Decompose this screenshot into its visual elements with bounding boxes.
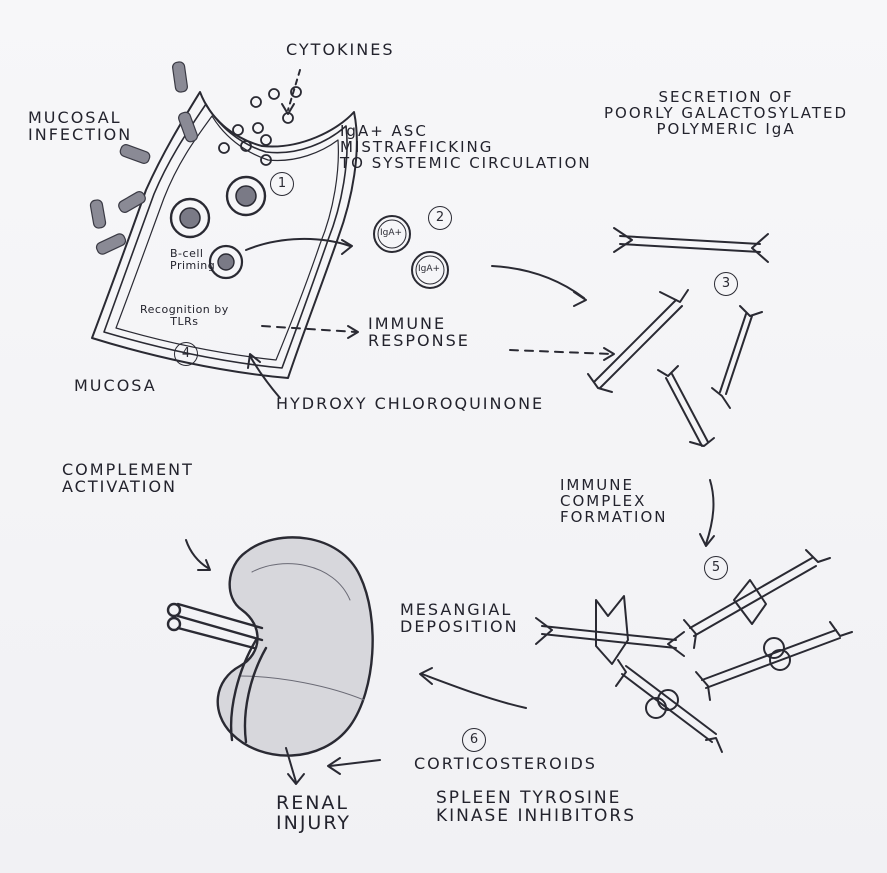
label-hydroxychloroquinone: HYDROXY CHLOROQUINONE [276,396,544,413]
step-number-3: 3 [714,272,738,296]
label-renal-injury: RENAL INJURY [276,794,351,834]
label-immune-complex: IMMUNE COMPLEX FORMATION [560,478,668,525]
label-iga-asc: IgA+ ASC MISTRAFFICKING TO SYSTEMIC CIRC… [340,124,592,171]
step-number-5: 5 [704,556,728,580]
polymeric-iga-molecules [588,228,768,446]
iga-cell-label-1: IgA+ [380,228,402,238]
step-number-4: 4 [174,342,198,366]
label-recognition-tlrs: Recognition by TLRs [140,304,229,327]
therapy-arrow [330,760,380,766]
complement-arrow [186,540,208,568]
label-mucosal-infection: MUCOSAL INFECTION [28,110,132,144]
iga-cell-label-2: IgA+ [418,264,440,274]
step-number-2: 2 [428,206,452,230]
label-spleen-tyrosine-kinase: SPLEEN TYROSINE KINASE INHIBITORS [436,790,636,826]
immune-response-dashed-arrow [510,350,612,354]
immune-complex-arrow [706,480,713,544]
label-secretion: SECRETION OF POORLY GALACTOSYLATED POLYM… [604,90,848,137]
immune-complexes [536,550,852,752]
label-mucosa: MUCOSA [74,378,157,395]
cytokines-dots [219,87,301,165]
secretion-arrow [492,266,584,298]
deposition-arrow [422,674,526,708]
step-number-6: 6 [462,728,486,752]
recognition-dashed-arrow [262,326,356,332]
step-number-1: 1 [270,172,294,196]
label-b-cell-priming: B-cell Priming [170,248,215,271]
label-mesangial-deposition: MESANGIAL DEPOSITION [400,602,519,636]
label-cytokines: CYTOKINES [286,42,394,59]
label-corticosteroids: CORTICOSTEROIDS [414,756,597,773]
label-complement-activation: COMPLEMENT ACTIVATION [62,462,194,496]
bacteria-group [90,61,199,255]
label-immune-response: IMMUNE RESPONSE [368,316,470,350]
